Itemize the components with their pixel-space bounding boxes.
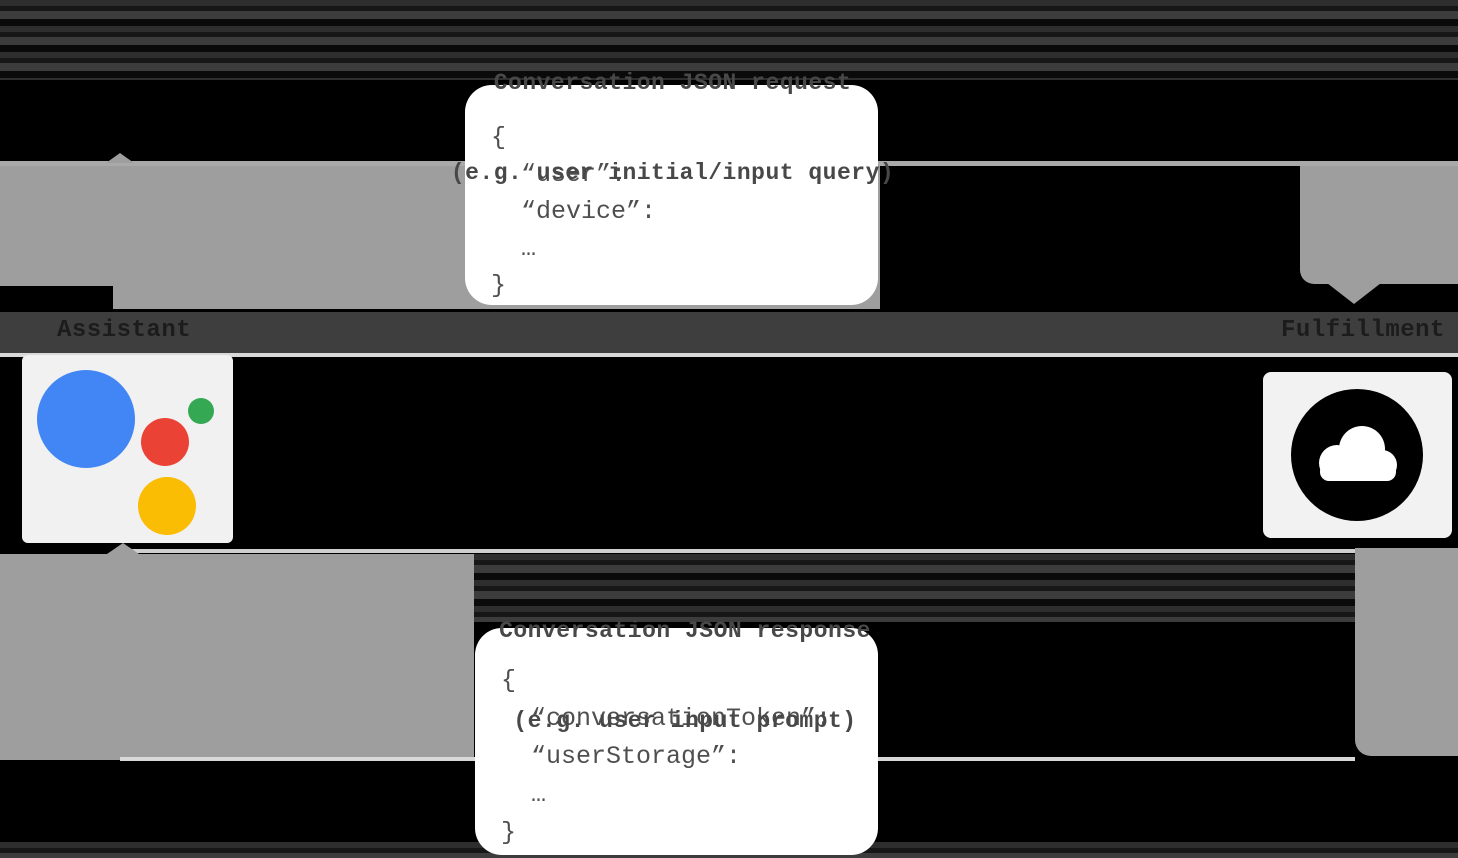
code-line: “userStorage”: xyxy=(501,742,742,771)
assistant-yellow-circle xyxy=(138,477,196,535)
divider-line-under-labels xyxy=(0,353,1458,357)
request-heading-line2: (e.g. user initial/input query) xyxy=(450,160,895,186)
response-heading: Conversation JSON response (e.g. user in… xyxy=(390,556,980,796)
request-arrow-bend xyxy=(1300,163,1458,284)
code-line: } xyxy=(491,271,507,300)
code-line: { xyxy=(491,123,507,152)
request-heading: Conversation JSON request (e.g. user ini… xyxy=(380,8,965,248)
request-arrow-start-bump xyxy=(106,153,134,163)
code-line: … xyxy=(501,780,547,809)
code-line: “conversationToken”: xyxy=(501,704,832,733)
code-line: { xyxy=(501,666,517,695)
fulfillment-label: Fulfillment xyxy=(1281,317,1445,344)
request-heading-line1: Conversation JSON request xyxy=(493,70,852,96)
cloud-icon xyxy=(1291,389,1423,521)
assistant-green-circle xyxy=(188,398,214,424)
request-arrow-body-left xyxy=(0,166,113,286)
response-arrow-body xyxy=(0,554,474,760)
code-line: “device”: xyxy=(491,197,657,226)
response-arrow-riser xyxy=(1355,548,1458,756)
request-arrowhead-down-icon xyxy=(1327,283,1381,304)
assistant-card xyxy=(22,355,233,543)
code-line: “user”: xyxy=(491,160,627,189)
node-label-band xyxy=(0,312,1458,353)
response-json-box: { “conversationToken”: “userStorage”: … … xyxy=(475,628,878,855)
assistant-label: Assistant xyxy=(57,317,192,344)
code-line: } xyxy=(501,818,517,847)
response-heading-line2: (e.g. user input prompt) xyxy=(513,708,857,734)
code-line: … xyxy=(491,234,537,263)
stripe-band-top xyxy=(0,0,1458,80)
request-json-box: { “user”: “device”: … } xyxy=(465,85,878,305)
response-heading-line1: Conversation JSON response xyxy=(499,618,871,644)
fulfillment-card xyxy=(1263,372,1452,538)
response-arrowhead-up-icon xyxy=(107,543,139,554)
assistant-red-circle xyxy=(141,418,189,466)
assistant-blue-circle xyxy=(37,370,135,468)
response-arrow-top-edge xyxy=(120,549,1355,553)
